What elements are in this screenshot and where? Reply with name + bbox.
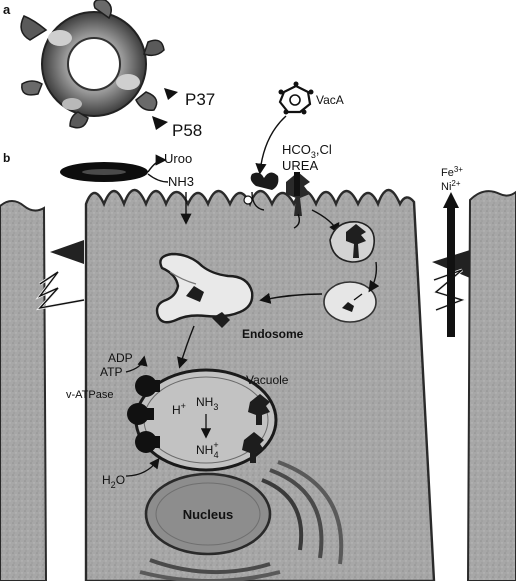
p37-label: P37 [185, 90, 215, 109]
uptake-vesicle-lower [324, 282, 376, 322]
bacterium-highlight [82, 169, 126, 175]
v-atpase-label: v-ATPase [66, 389, 113, 401]
atp-label: ATP [100, 365, 122, 379]
nh3-arrow [148, 174, 168, 182]
urea-label: Uroo [164, 151, 192, 166]
nh4-charge: + [213, 440, 218, 450]
h-symbol: H [172, 403, 181, 417]
right-neighbor-cell [468, 191, 516, 581]
fe-symbol: Fe [441, 167, 454, 179]
fe-charge: 3+ [454, 165, 463, 174]
nucleus-label: Nucleus [183, 507, 234, 522]
vaca-oligomer-ring [21, 0, 164, 128]
nh3-label: NH3 [168, 174, 194, 189]
h2o-o: O [116, 473, 125, 487]
nh3-sub: 3 [213, 402, 218, 412]
vaca-label: VacA [316, 93, 344, 107]
panel-b-letter: b [3, 151, 10, 165]
urea-channel-label: UREA [282, 158, 318, 173]
nh4-symbol: NH [196, 443, 213, 457]
vaca-toxin [279, 82, 314, 115]
fe-label: Fe3+ [441, 165, 463, 179]
nh4-sub: 4 [214, 450, 219, 460]
p37-pointer [164, 88, 178, 100]
left-neighbor-cell [0, 201, 46, 581]
uptake-vesicle-upper [330, 222, 374, 262]
vacuole-label: Vacuole [246, 373, 289, 387]
h-charge: + [181, 401, 186, 411]
ni-symbol: Ni [441, 181, 451, 193]
endosome-label: Endosome [242, 327, 304, 341]
nh3-symbol: NH [196, 395, 213, 409]
panel-a-letter: a [3, 2, 11, 17]
adp-label: ADP [108, 351, 133, 365]
ni-label: Ni2+ [441, 179, 461, 193]
urea-arrow [148, 160, 164, 172]
bicarb-symbol: HCO [282, 142, 311, 157]
chloride-symbol: ,Cl [316, 142, 332, 157]
p58-label: P58 [172, 121, 202, 140]
left-tight-junction [40, 240, 86, 308]
p58-pointer [152, 116, 168, 130]
h2o-h: H [102, 473, 111, 487]
ni-charge: 2+ [451, 179, 460, 188]
